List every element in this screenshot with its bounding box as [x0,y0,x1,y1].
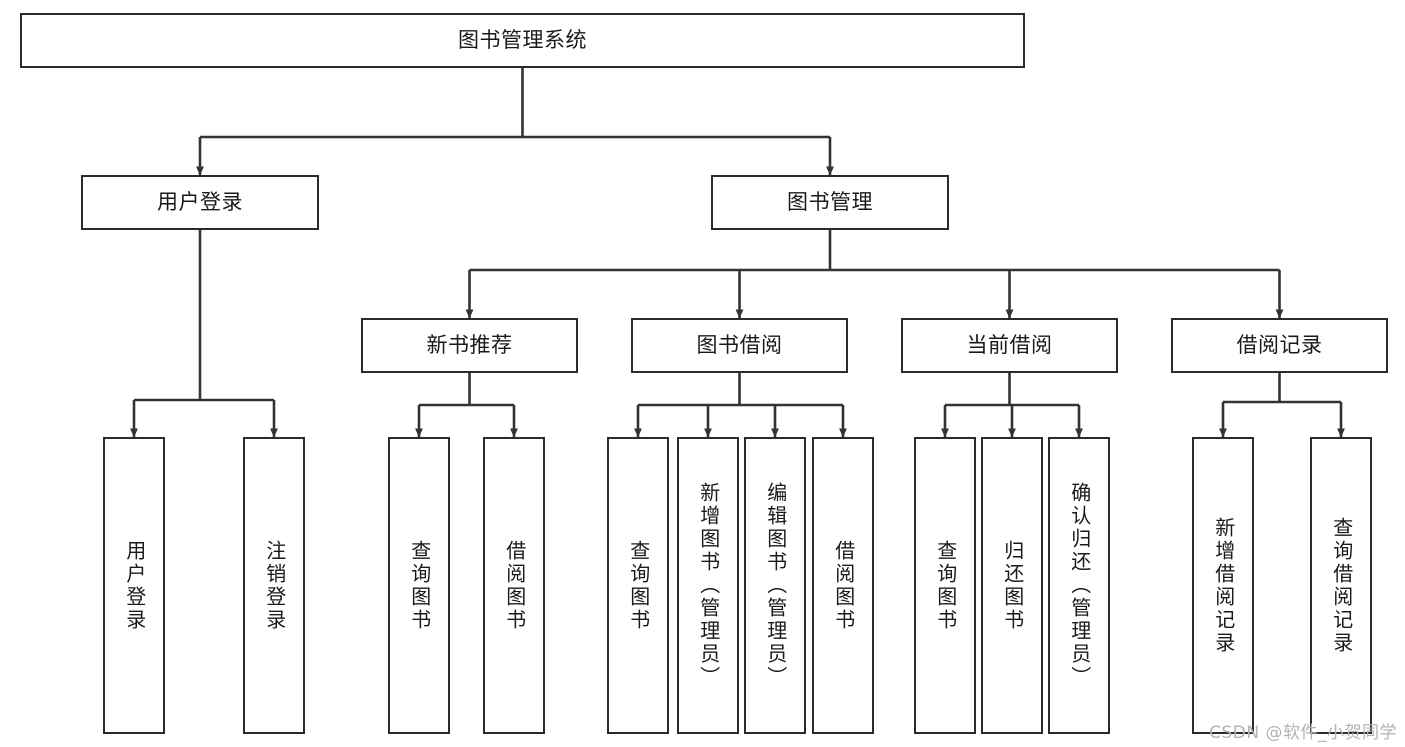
node-label: 图书管理 [787,190,873,215]
node-label: 新增图书（管理员） [696,482,721,689]
node-label: 查询图书 [626,539,651,632]
node-label: 用户登录 [157,190,243,215]
node-label: 注销登录 [262,539,287,632]
node-label: 新增借阅记录 [1211,516,1236,655]
node-leaf-edit-book[interactable]: 编辑图书（管理员） [744,437,806,734]
node-label: 查询图书 [407,539,432,632]
node-label: 当前借阅 [966,333,1053,358]
node-label: 归还图书 [1000,539,1025,632]
node-leaf-borrow-book-1[interactable]: 借阅图书 [483,437,545,734]
node-leaf-confirm-return[interactable]: 确认归还（管理员） [1048,437,1110,734]
node-level2-current-borrow[interactable]: 当前借阅 [901,318,1118,373]
node-level2-borrow-record[interactable]: 借阅记录 [1171,318,1388,373]
node-leaf-add-book[interactable]: 新增图书（管理员） [677,437,739,734]
node-level1-book-manage[interactable]: 图书管理 [711,175,949,230]
node-label: 图书管理系统 [458,28,587,53]
node-label: 确认归还（管理员） [1067,482,1092,689]
node-leaf-logout[interactable]: 注销登录 [243,437,305,734]
node-label: 图书借阅 [696,333,783,358]
node-label: 编辑图书（管理员） [763,482,788,689]
node-level2-new-book-rec[interactable]: 新书推荐 [361,318,578,373]
node-label: 借阅记录 [1236,333,1323,358]
node-label: 查询借阅记录 [1329,516,1354,655]
node-leaf-query-book-1[interactable]: 查询图书 [388,437,450,734]
node-label: 查询图书 [933,539,958,632]
node-label: 借阅图书 [831,539,856,632]
csdn-watermark: CSDN @软件_小贺同学 [1209,723,1397,743]
node-label: 新书推荐 [426,333,513,358]
node-leaf-borrow-book-2[interactable]: 借阅图书 [812,437,874,734]
node-leaf-user-login[interactable]: 用户登录 [103,437,165,734]
node-leaf-query-book-3[interactable]: 查询图书 [914,437,976,734]
node-leaf-return-book[interactable]: 归还图书 [981,437,1043,734]
node-level1-user-login[interactable]: 用户登录 [81,175,319,230]
node-label: 借阅图书 [502,539,527,632]
node-label: 用户登录 [122,539,147,632]
node-leaf-query-book-2[interactable]: 查询图书 [607,437,669,734]
node-leaf-add-record[interactable]: 新增借阅记录 [1192,437,1254,734]
node-root[interactable]: 图书管理系统 [20,13,1025,68]
node-leaf-query-record[interactable]: 查询借阅记录 [1310,437,1372,734]
node-level2-book-borrow[interactable]: 图书借阅 [631,318,848,373]
